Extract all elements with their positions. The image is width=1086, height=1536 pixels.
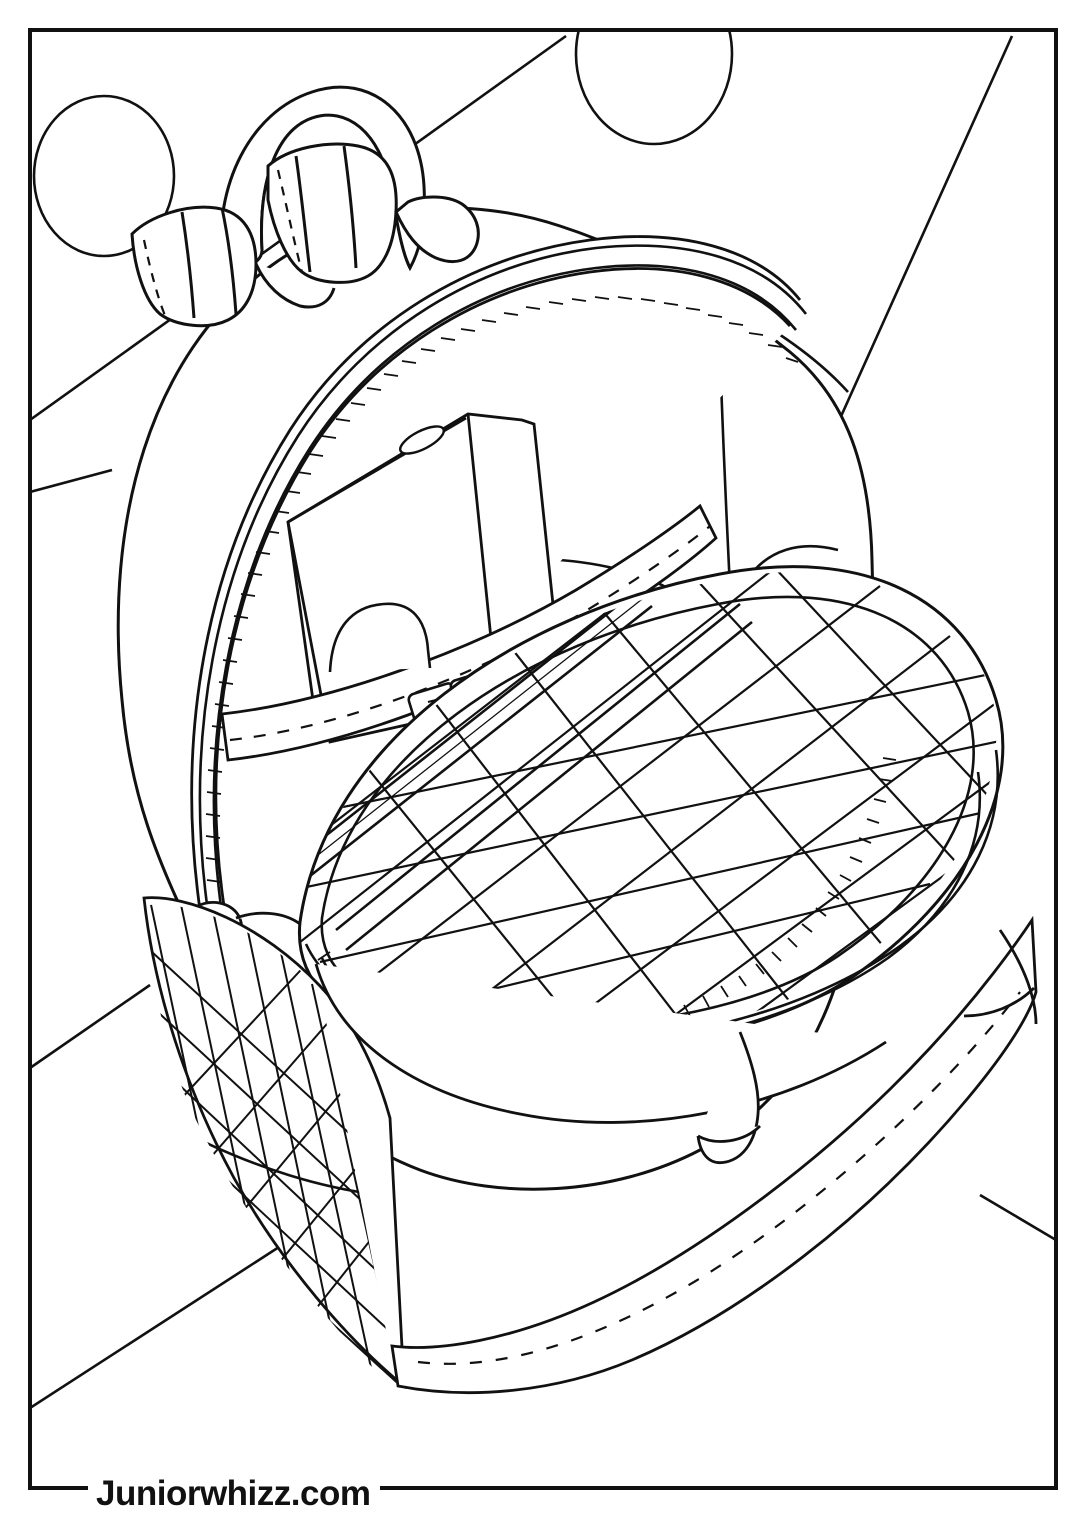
bottom-base: [314, 963, 887, 1165]
shoulder-strap-left: [130, 205, 258, 328]
circle-top-center-icon: [574, 30, 734, 146]
shoulder-strap-right-stitching: [276, 169, 304, 273]
diagonal-band-mid: [30, 983, 151, 1070]
bottom-pocket-stitching: [417, 991, 1021, 1365]
front-pocket-stitching: [229, 525, 711, 742]
diagonal-band-bottom-left: [30, 1234, 297, 1410]
footer-brand-text: Juniorwhizz.com: [88, 1474, 381, 1514]
diagonal-band-right-mid: [979, 1193, 1056, 1242]
shoulder-strap-left-stitching: [142, 239, 168, 319]
strap-anchors: [254, 195, 480, 309]
page-border: [28, 28, 1058, 1490]
bottom-pocket: [390, 915, 1038, 1395]
diagonal-band-left-lower: [30, 468, 113, 494]
circle-top-left-icon: [32, 94, 176, 258]
pocket-tab: [328, 602, 432, 673]
shoulder-strap-right: [266, 142, 398, 284]
notebook-hole-icon: [399, 425, 445, 455]
backpack-right-edge: [963, 929, 1038, 1025]
